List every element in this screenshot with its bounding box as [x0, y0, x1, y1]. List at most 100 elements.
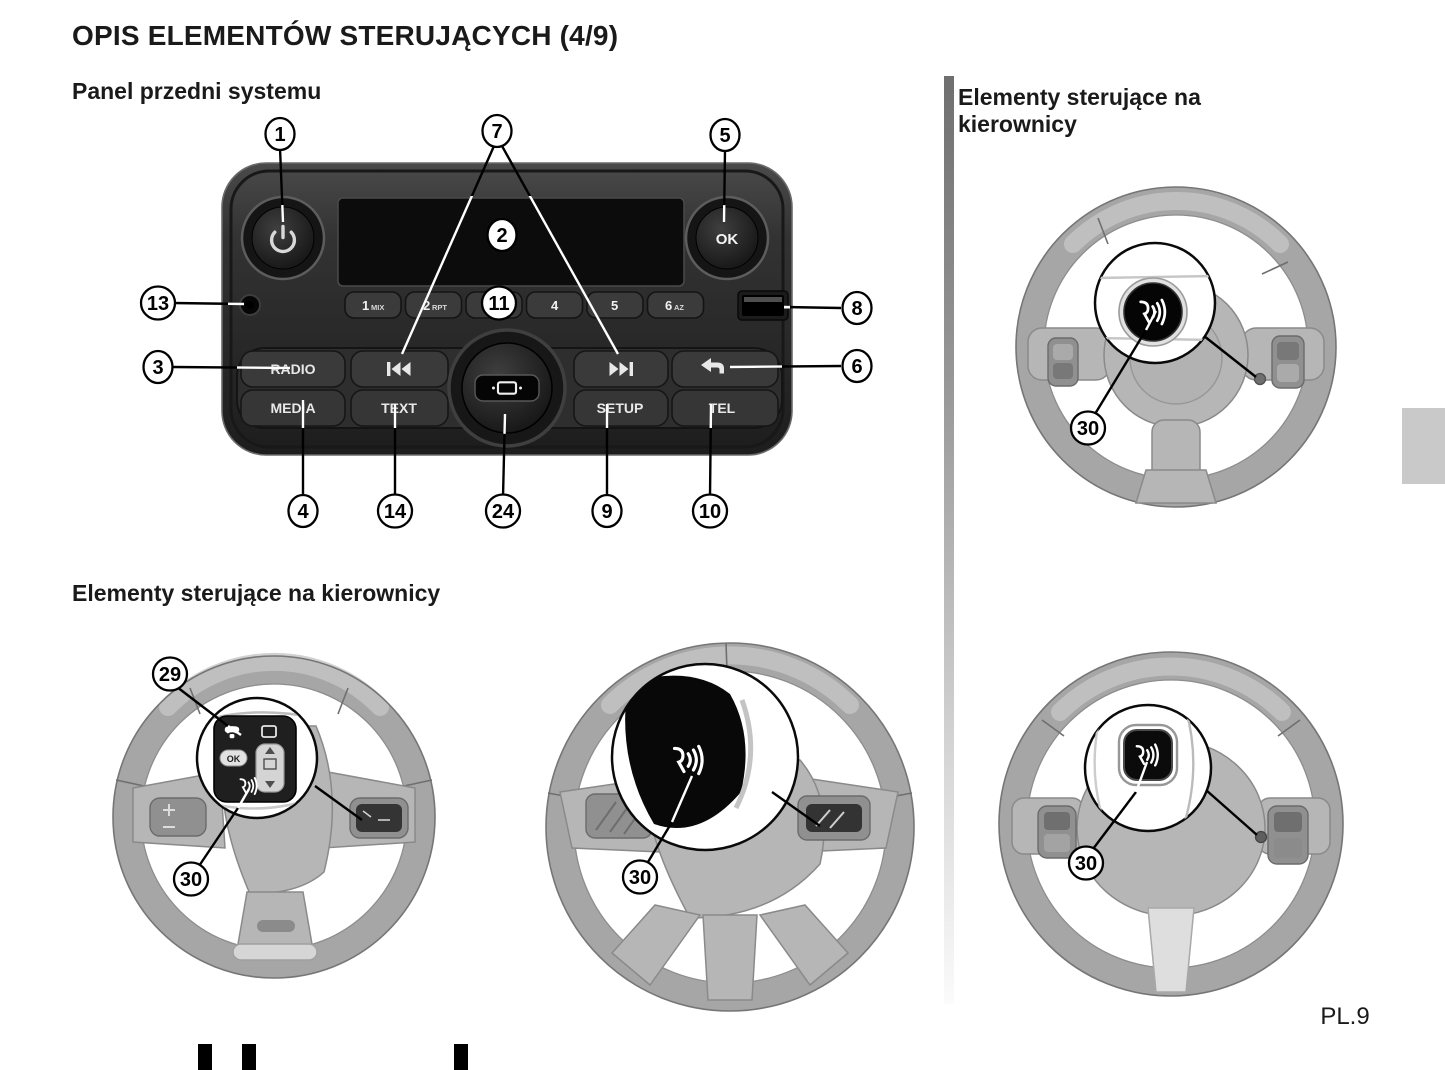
voice-control-button-small [1253, 372, 1267, 386]
svg-text:OK: OK [227, 754, 241, 764]
svg-text:29: 29 [159, 664, 181, 686]
svg-text:30: 30 [1075, 853, 1097, 875]
svg-text:1: 1 [274, 124, 285, 146]
svg-text:6: 6 [851, 356, 862, 378]
callout-13: 13 [139, 285, 177, 321]
ok-knob-label: OK [716, 231, 739, 248]
svg-text:13: 13 [147, 293, 169, 315]
media-button [240, 389, 346, 427]
right-spoke-buttons [349, 797, 409, 839]
svg-text:30: 30 [180, 869, 202, 891]
callout-6: 6 [841, 348, 873, 384]
source-icon [261, 725, 277, 738]
media-button-label: MEDIA [270, 400, 315, 416]
callout-24: 24 [484, 493, 522, 529]
preset-button-1: 1 MIX [344, 291, 402, 319]
svg-text:5: 5 [611, 298, 618, 313]
print-mark [242, 1044, 256, 1070]
callout-5: 5 [709, 117, 741, 153]
svg-text:MIX: MIX [371, 303, 384, 312]
callout-2: 2 [486, 217, 518, 253]
callout-7: 7 [481, 113, 513, 149]
print-mark [454, 1044, 468, 1070]
callout-29: 29 [151, 656, 189, 692]
callout-30-wheel-a: 30 [172, 861, 210, 897]
voice-control-button-small [1254, 830, 1268, 844]
setup-button-label: SETUP [597, 400, 644, 416]
callout-9: 9 [591, 493, 623, 529]
callout-14: 14 [376, 493, 414, 529]
setup-button [573, 389, 669, 427]
print-marks [198, 1044, 468, 1070]
section-heading-front-panel: Panel przedni systemu [72, 78, 322, 104]
print-mark [198, 1044, 212, 1070]
steering-wheel-a: OK [112, 652, 436, 979]
magnifier-d-content [1093, 709, 1195, 829]
svg-text:30: 30 [1077, 418, 1099, 440]
svg-text:5: 5 [719, 125, 730, 147]
svg-text:2: 2 [423, 298, 430, 313]
callout-10: 10 [691, 493, 729, 529]
svg-text:AZ: AZ [674, 303, 684, 312]
tel-button [671, 389, 779, 427]
svg-text:8: 8 [851, 298, 862, 320]
callout-30-wheel-c: 30 [1069, 410, 1107, 446]
radio-button-label: RADIO [270, 361, 315, 377]
left-spoke-buttons [1047, 337, 1079, 387]
preset-button-2: 2 RPT [404, 291, 463, 319]
right-spoke-buttons [1267, 805, 1309, 865]
callouts-layer: 1 7 5 2 13 11 8 3 6 4 14 24 9 10 29 30 3… [139, 113, 1107, 897]
tel-button-label: TEL [709, 400, 736, 416]
display-mode-knob [447, 328, 567, 448]
steering-wheel-c [1015, 186, 1337, 508]
svg-text:10: 10 [699, 501, 721, 523]
svg-text:4: 4 [297, 501, 309, 523]
ok-knob: OK [684, 195, 770, 281]
radio-callout-lines [172, 145, 842, 498]
voice-control-paddle [625, 675, 746, 828]
usb-port [737, 290, 789, 321]
voice-control-button [1123, 282, 1183, 342]
svg-text:11: 11 [488, 293, 509, 315]
column-accent-bar [944, 76, 954, 1004]
magnifier-b-content [625, 675, 754, 828]
left-spoke-buttons [1037, 805, 1077, 859]
callout-11: 11 [480, 285, 518, 321]
svg-text:3: 3 [152, 357, 163, 379]
page-title: OPIS ELEMENTÓW STERUJĄCYCH (4/9) [72, 20, 619, 51]
callout-8: 8 [841, 290, 873, 326]
page-number: PL.9 [1320, 1003, 1370, 1030]
power-button [240, 195, 326, 281]
svg-text:6: 6 [665, 298, 672, 313]
preset-button-5: 5 [586, 291, 644, 319]
radio-button [240, 350, 346, 388]
callout-30-wheel-b: 30 [621, 859, 659, 895]
right-spoke-buttons [1271, 335, 1305, 389]
wheel-a-scroll-keys [255, 743, 285, 793]
wheel-a-ok-button: OK [219, 749, 248, 767]
svg-text:RPT: RPT [432, 303, 447, 312]
section-heading-right-column: Elementy sterujące na kierownicy [958, 84, 1201, 138]
left-spoke-buttons [149, 797, 207, 837]
svg-text:2: 2 [496, 225, 507, 247]
section-heading-bottom: Elementy sterujące na kierownicy [72, 580, 441, 606]
callout-4: 4 [287, 493, 319, 529]
preset-button-6: 6 AZ [646, 291, 705, 319]
callout-3: 3 [142, 349, 174, 385]
back-button [671, 350, 779, 388]
svg-text:7: 7 [491, 121, 502, 143]
steering-wheel-b [545, 642, 915, 1012]
preset-button-4: 4 [525, 291, 584, 319]
callout-30-wheel-d: 30 [1067, 845, 1105, 881]
svg-text:24: 24 [492, 501, 515, 523]
callout-1: 1 [264, 116, 296, 152]
svg-text:30: 30 [629, 867, 651, 889]
text-button [350, 389, 449, 427]
horn-vent [257, 920, 295, 932]
magnifier-c-content [1095, 274, 1215, 347]
page-edge-index-tab [1402, 408, 1445, 484]
svg-text:14: 14 [384, 501, 407, 523]
steering-wheel-d [998, 651, 1344, 997]
